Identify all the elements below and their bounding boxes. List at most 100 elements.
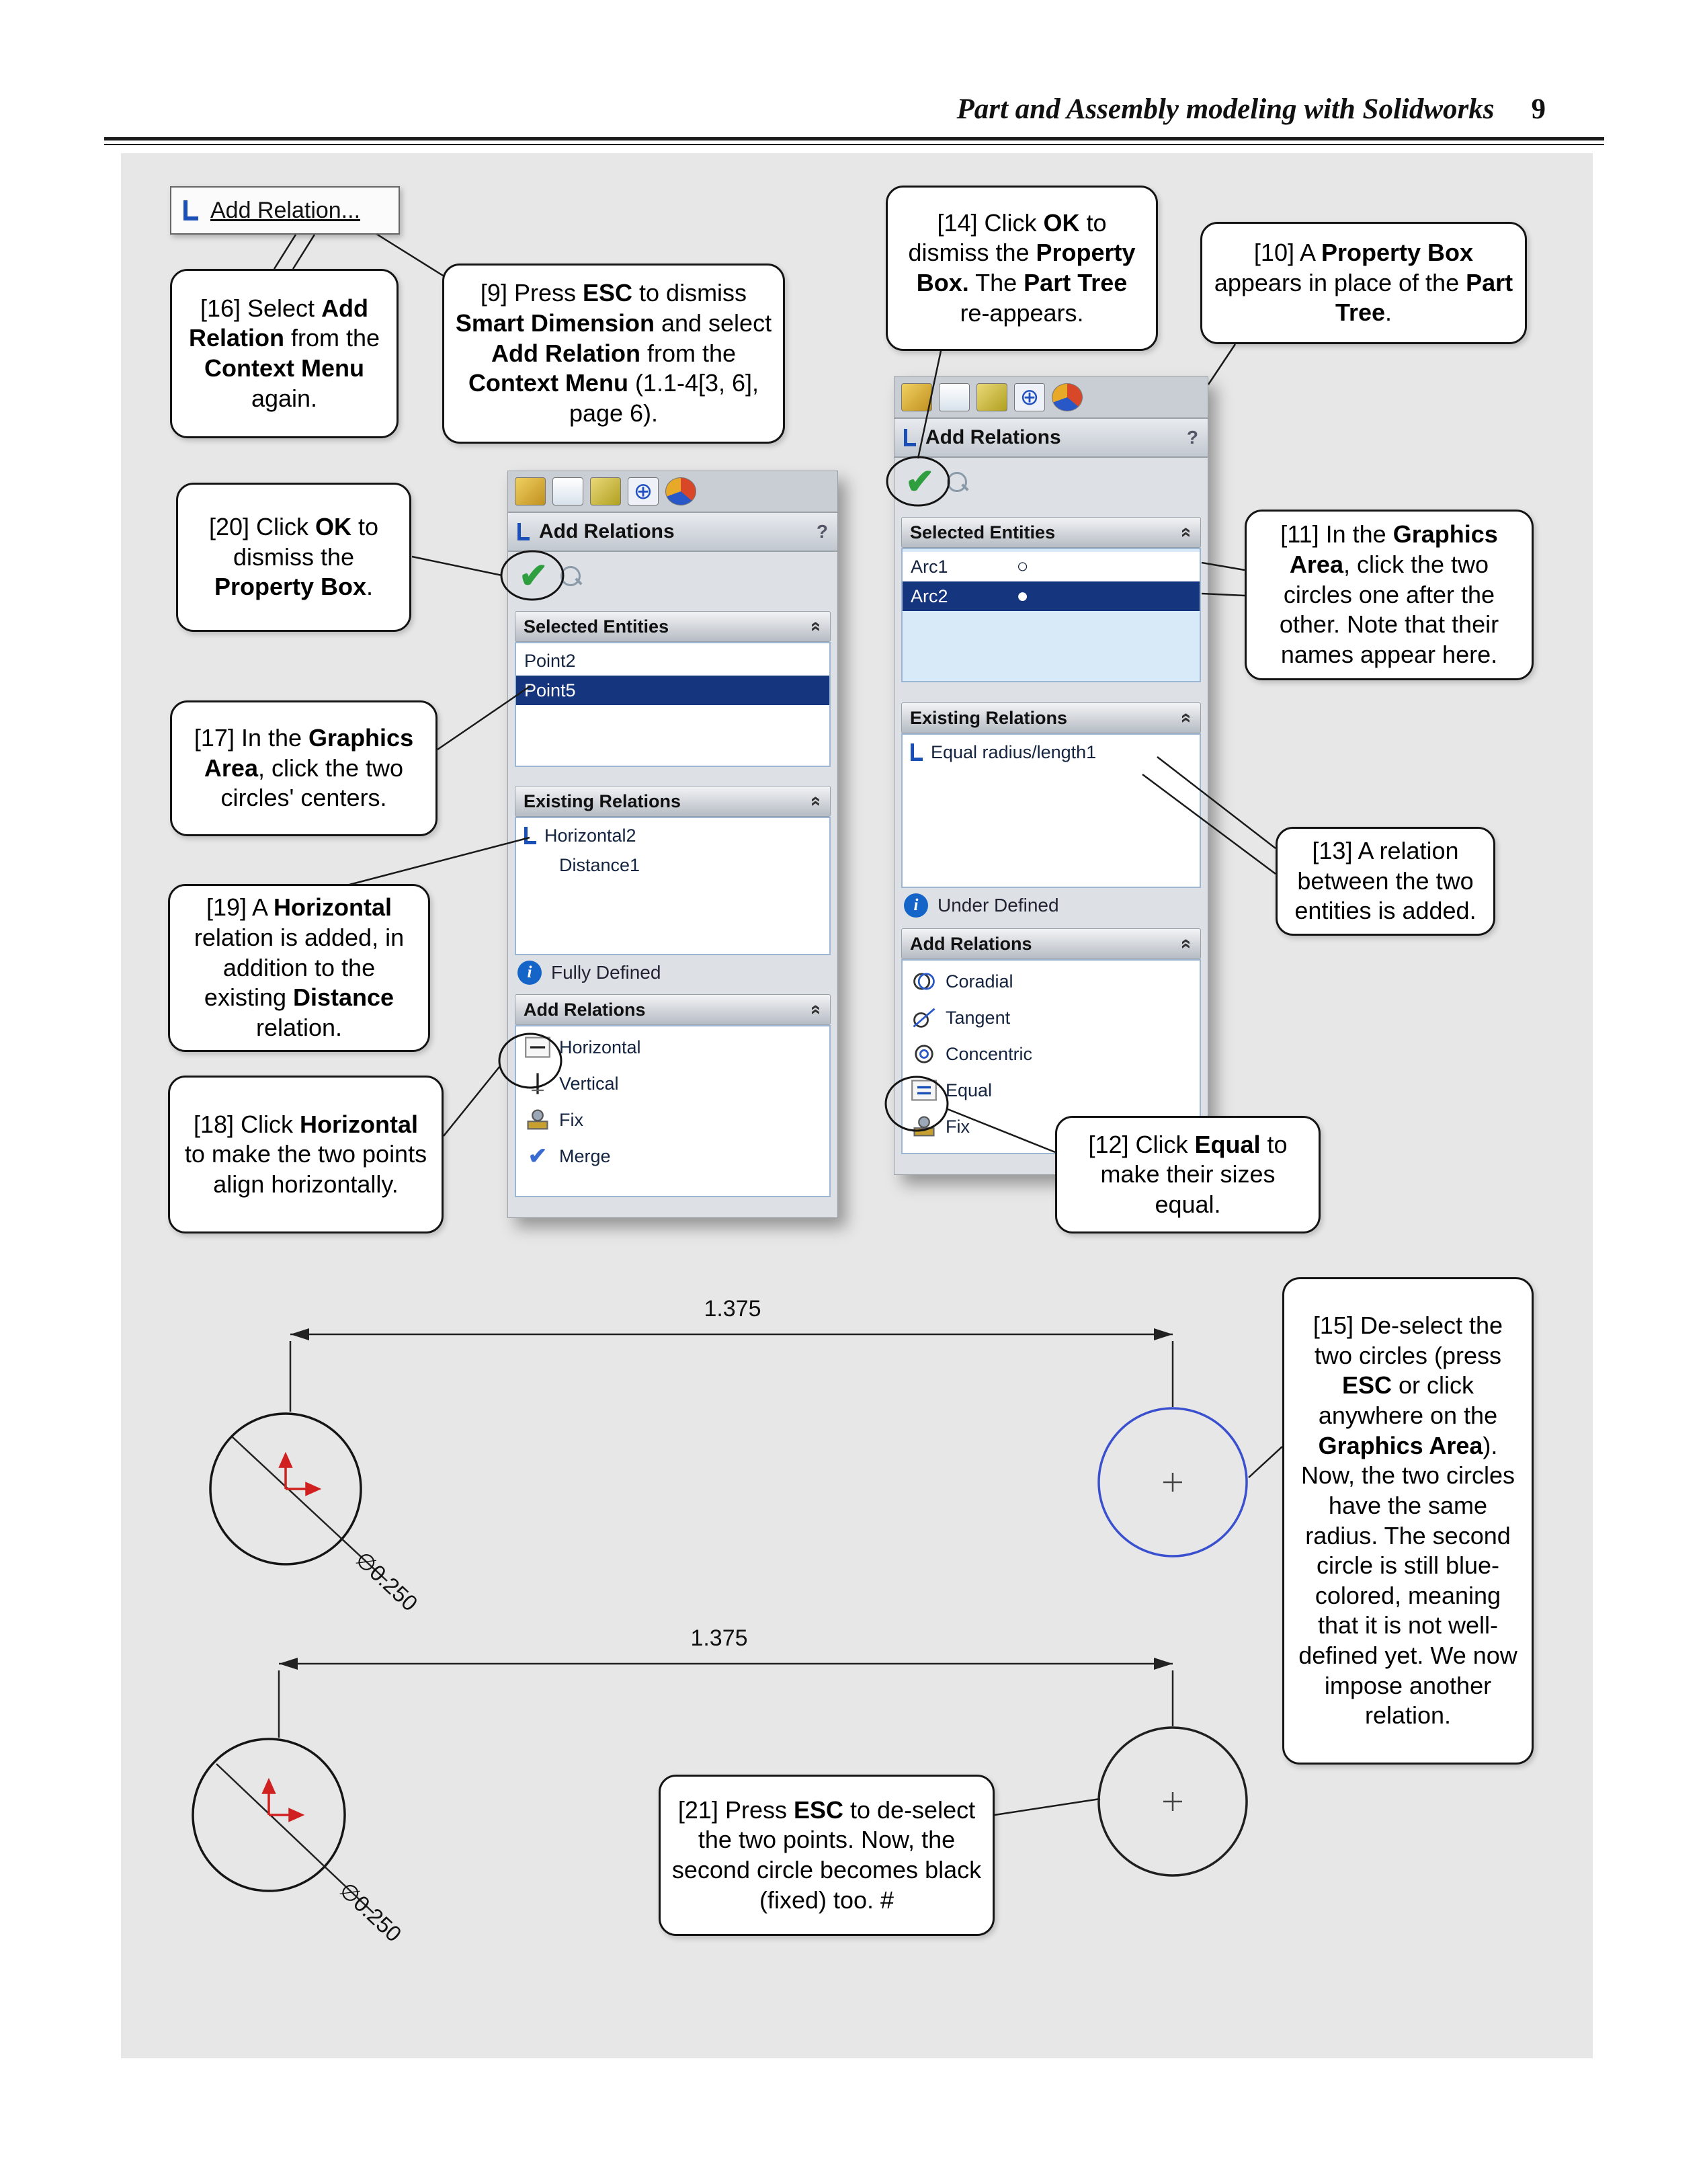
relation-icon bbox=[524, 827, 536, 844]
callout-14: [14] Click OK to dismiss the Property Bo… bbox=[886, 186, 1158, 351]
section-title: Existing Relations bbox=[910, 707, 1068, 728]
relation-distance1[interactable]: Distance1 bbox=[559, 854, 640, 875]
relation-button-horizontal[interactable]: Horizontal bbox=[516, 1029, 829, 1065]
relation-button-fix[interactable]: Fix bbox=[516, 1102, 829, 1138]
ok-row: ✔ bbox=[894, 458, 1208, 506]
collapse-chevron-icon: « bbox=[1177, 713, 1198, 723]
status-text: Fully Defined bbox=[551, 962, 661, 983]
relation-horizontal2[interactable]: Horizontal2 bbox=[516, 821, 829, 850]
fix-icon bbox=[524, 1106, 551, 1133]
relation-label: Fix bbox=[559, 1109, 583, 1130]
configuration-manager-tab-icon[interactable]: ⊕ bbox=[1014, 383, 1045, 411]
existing-relations-list: Horizontal2 Distance1 bbox=[515, 817, 831, 955]
relation-label: Horizontal bbox=[559, 1037, 641, 1057]
feature-manager-tab-icon[interactable] bbox=[939, 383, 970, 411]
callout-11: [11] In the Graphics Area, click the two… bbox=[1245, 510, 1534, 680]
property-manager-tab-icon[interactable] bbox=[590, 477, 621, 505]
feature-manager-tab-icon[interactable] bbox=[552, 477, 583, 505]
callout-21: [21] Press ESC to de-select the two poin… bbox=[659, 1775, 995, 1936]
ok-row: ✔ bbox=[508, 552, 837, 600]
property-box-right: ⊕ Add Relations ? ✔ Selected Entities « … bbox=[894, 376, 1208, 1175]
list-item-arc1[interactable]: Arc1 ○ bbox=[903, 552, 1200, 581]
callout-20: [20] Click OK to dismiss the Property Bo… bbox=[176, 483, 411, 632]
relation-button-tangent[interactable]: Tangent bbox=[903, 1000, 1200, 1036]
vertical-icon bbox=[524, 1070, 551, 1097]
horizontal-icon bbox=[524, 1034, 551, 1061]
relation-icon bbox=[911, 743, 923, 761]
ok-check-button[interactable]: ✔ bbox=[905, 462, 935, 501]
help-icon[interactable]: ? bbox=[1186, 427, 1198, 448]
selected-entities-header[interactable]: Selected Entities « bbox=[515, 611, 831, 642]
relation-label: Equal radius/length1 bbox=[931, 741, 1097, 762]
selected-entities-list: Point2 Point5 bbox=[515, 642, 831, 767]
property-manager-tab-icon[interactable] bbox=[976, 383, 1007, 411]
sketch-tools-tab-icon[interactable] bbox=[901, 383, 932, 411]
keep-visible-pin-icon[interactable] bbox=[560, 566, 581, 586]
callout-text: [11] In the Graphics Area, click the two… bbox=[1279, 520, 1499, 668]
ok-check-button[interactable]: ✔ bbox=[519, 557, 548, 596]
add-relation-button[interactable]: Add Relation... bbox=[170, 186, 400, 235]
relation-equal-radius[interactable]: Equal radius/length1 bbox=[903, 737, 1200, 767]
help-icon[interactable]: ? bbox=[816, 521, 828, 542]
selected-entities-header[interactable]: Selected Entities « bbox=[901, 517, 1201, 548]
callout-19: [19] A Horizontal relation is added, in … bbox=[168, 884, 430, 1052]
callout-text: [15] De-select the two circles (press ES… bbox=[1298, 1311, 1517, 1730]
list-item-point2[interactable]: Point2 bbox=[524, 650, 576, 671]
callout-9: [9] Press ESC to dismiss Smart Dimension… bbox=[442, 264, 785, 444]
collapse-chevron-icon: « bbox=[806, 1004, 828, 1015]
callout-17: [17] In the Graphics Area, click the two… bbox=[170, 700, 438, 836]
circle-outline-glyph: ○ bbox=[1016, 555, 1029, 577]
relation-label: Concentric bbox=[946, 1043, 1033, 1064]
selected-entities-list: Arc1 ○ Arc2 ● bbox=[901, 548, 1201, 682]
property-box-left: ⊕ Add Relations ? ✔ Selected Entities « … bbox=[507, 471, 838, 1218]
add-relations-list: Horizontal Vertical Fix ✔ Merge bbox=[515, 1025, 831, 1197]
relation-label: Equal bbox=[946, 1080, 993, 1100]
relation-button-vertical[interactable]: Vertical bbox=[516, 1065, 829, 1102]
status-row: i Fully Defined bbox=[517, 961, 828, 985]
equal-icon bbox=[911, 1077, 938, 1104]
add-relations-header[interactable]: Add Relations « bbox=[901, 928, 1201, 959]
relation-button-coradial[interactable]: Coradial bbox=[903, 963, 1200, 1000]
relation-label: Coradial bbox=[946, 971, 1013, 992]
entity-label: Arc2 bbox=[911, 585, 948, 606]
dimension-value-top: 1.375 bbox=[704, 1296, 761, 1322]
callout-13: [13] A relation between the two entities… bbox=[1276, 827, 1495, 936]
sketch-tools-tab-icon[interactable] bbox=[515, 477, 546, 505]
panel-title: Add Relations bbox=[925, 426, 1061, 448]
panel-title-bar: Add Relations ? bbox=[508, 513, 837, 552]
collapse-chevron-icon: « bbox=[1177, 938, 1198, 949]
callout-text: [12] Click Equal to make their sizes equ… bbox=[1088, 1130, 1288, 1218]
existing-relations-list: Equal radius/length1 bbox=[901, 733, 1201, 888]
section-title: Selected Entities bbox=[524, 616, 669, 637]
display-manager-tab-icon[interactable] bbox=[665, 477, 696, 505]
tangent-icon bbox=[911, 1004, 938, 1031]
callout-text: [13] A relation between the two entities… bbox=[1294, 837, 1476, 925]
relation-button-concentric[interactable]: Concentric bbox=[903, 1036, 1200, 1072]
add-relation-label: Add Relation... bbox=[210, 197, 361, 223]
callout-18: [18] Click Horizontal to make the two po… bbox=[168, 1076, 444, 1233]
existing-relations-header[interactable]: Existing Relations « bbox=[515, 786, 831, 817]
section-title: Add Relations bbox=[910, 933, 1032, 954]
display-manager-tab-icon[interactable] bbox=[1052, 383, 1083, 411]
relation-label: Merge bbox=[559, 1145, 611, 1166]
merge-icon: ✔ bbox=[528, 1143, 548, 1169]
section-title: Add Relations bbox=[524, 999, 646, 1020]
callout-text: [10] A Property Box appears in place of … bbox=[1214, 239, 1513, 327]
concentric-icon bbox=[911, 1041, 938, 1067]
callout-text: [18] Click Horizontal to make the two po… bbox=[184, 1110, 427, 1198]
callout-10: [10] A Property Box appears in place of … bbox=[1200, 222, 1527, 344]
callout-text: [9] Press ESC to dismiss Smart Dimension… bbox=[455, 279, 772, 427]
list-item-point5[interactable]: Point5 bbox=[516, 676, 829, 705]
existing-relations-header[interactable]: Existing Relations « bbox=[901, 702, 1201, 733]
configuration-manager-tab-icon[interactable]: ⊕ bbox=[628, 477, 659, 505]
callout-text: [16] Select Add Relation from the Contex… bbox=[188, 294, 380, 412]
property-manager-tab-bar: ⊕ bbox=[508, 471, 837, 513]
list-item-arc2[interactable]: Arc2 ● bbox=[903, 581, 1200, 611]
keep-visible-pin-icon[interactable] bbox=[946, 472, 967, 492]
header-rule-thin bbox=[104, 144, 1604, 145]
circle-filled-glyph: ● bbox=[1016, 585, 1029, 607]
relation-button-merge[interactable]: ✔ Merge bbox=[516, 1138, 829, 1174]
add-relations-header[interactable]: Add Relations « bbox=[515, 994, 831, 1025]
relation-button-equal[interactable]: Equal bbox=[903, 1072, 1200, 1108]
